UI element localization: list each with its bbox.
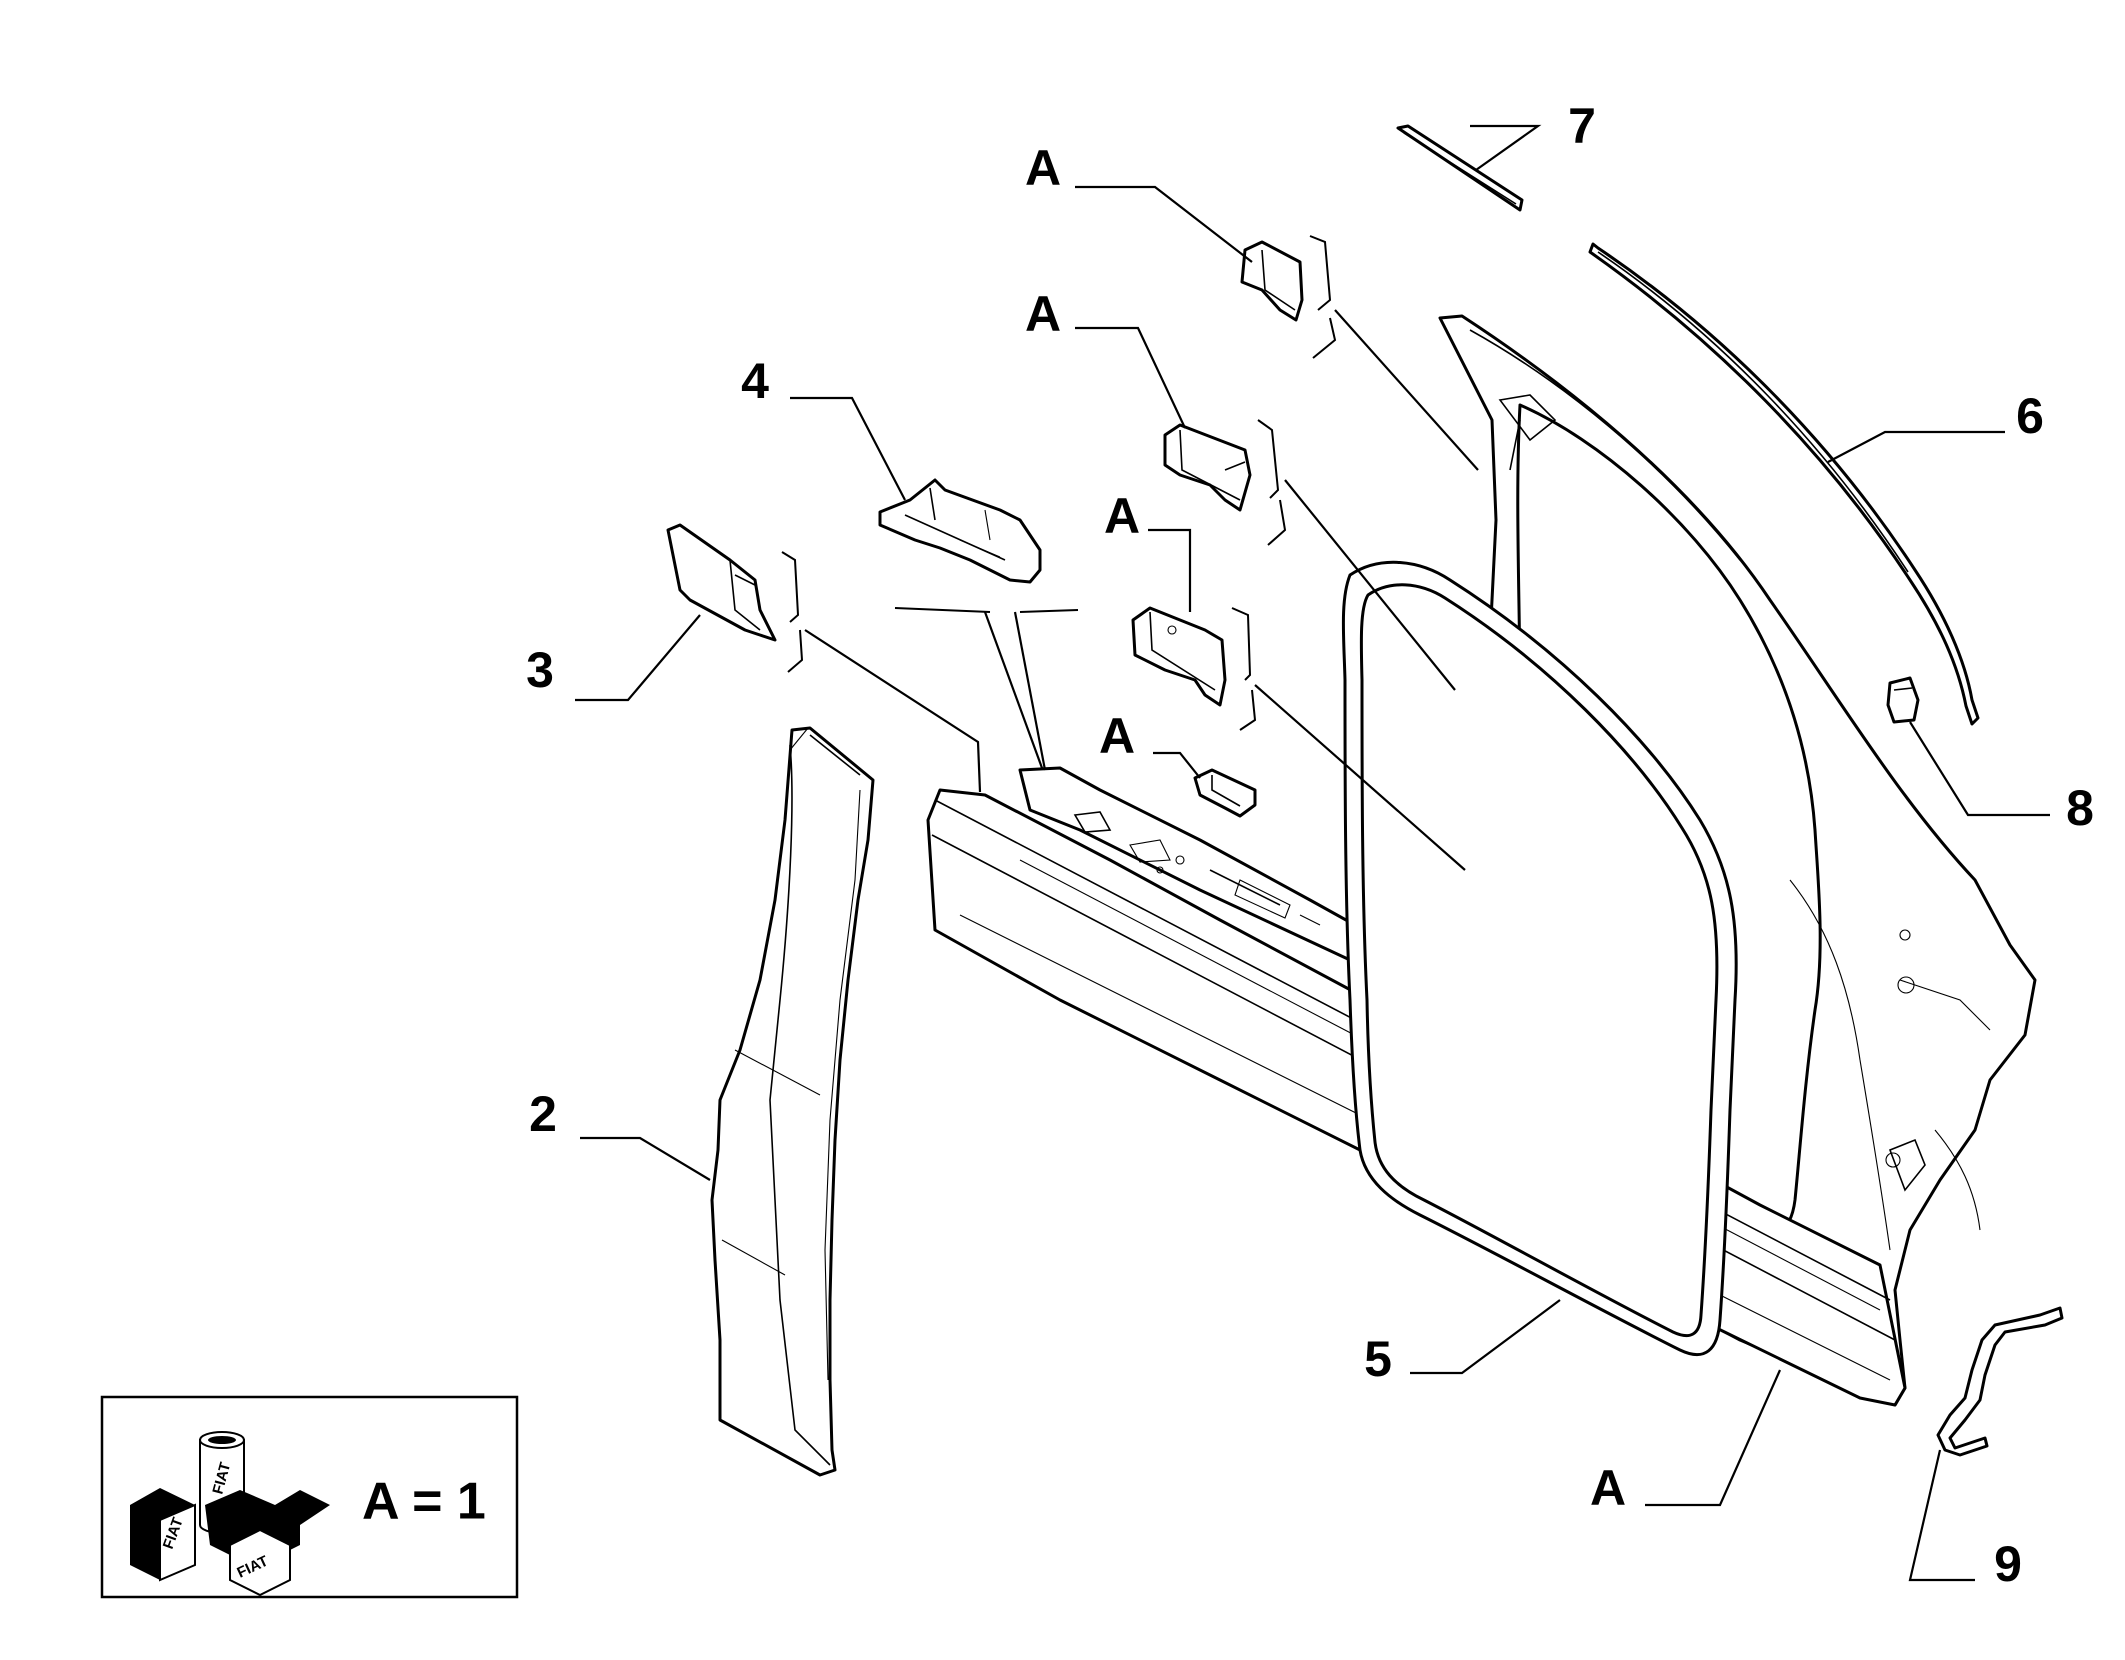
callout-8: 8: [2066, 780, 2094, 836]
callout-7: 7: [1568, 98, 1596, 154]
callout-a-4: A: [1099, 708, 1135, 764]
legend-text: A = 1: [362, 1473, 486, 1531]
part-a-mid: [1131, 606, 1227, 707]
break-marks: [781, 235, 1337, 731]
callout-a-2: A: [1025, 286, 1061, 342]
callout-a-1: A: [1025, 140, 1061, 196]
part-3-panel: [666, 523, 777, 642]
part-5-door-seal: [1341, 560, 1738, 1357]
callout-a-5: A: [1590, 1460, 1626, 1516]
fiat-kit-logo: FIAT FIAT FIAT: [130, 1431, 330, 1597]
callout-2: 2: [529, 1086, 557, 1142]
part-9-wire-bracket: [1936, 1306, 2064, 1457]
callout-3: 3: [526, 642, 554, 698]
part-2-pillar: [710, 726, 875, 1477]
part-a-mid-upper: [1163, 423, 1252, 512]
part-a-lower: [1193, 768, 1257, 818]
part-4-bracket: [878, 478, 1042, 584]
callout-leaders: [575, 124, 2050, 1582]
part-8-clip: [1886, 676, 1920, 724]
part-7-roof-strip: [1396, 124, 1524, 212]
part-6-roof-rail: [1588, 242, 1980, 726]
legend: FIAT FIAT FIAT A = 1: [100, 1395, 519, 1599]
callout-labels: 7 A A 4 6 A 3 A 8 2 5 A 9: [526, 98, 2094, 1592]
callout-5: 5: [1364, 1331, 1392, 1387]
callout-9: 9: [1994, 1536, 2022, 1592]
callout-a-3: A: [1104, 488, 1140, 544]
connector-lines: [804, 309, 1479, 871]
part-a-upper: [1240, 240, 1304, 322]
callout-4: 4: [741, 353, 769, 409]
callout-6: 6: [2016, 388, 2044, 444]
